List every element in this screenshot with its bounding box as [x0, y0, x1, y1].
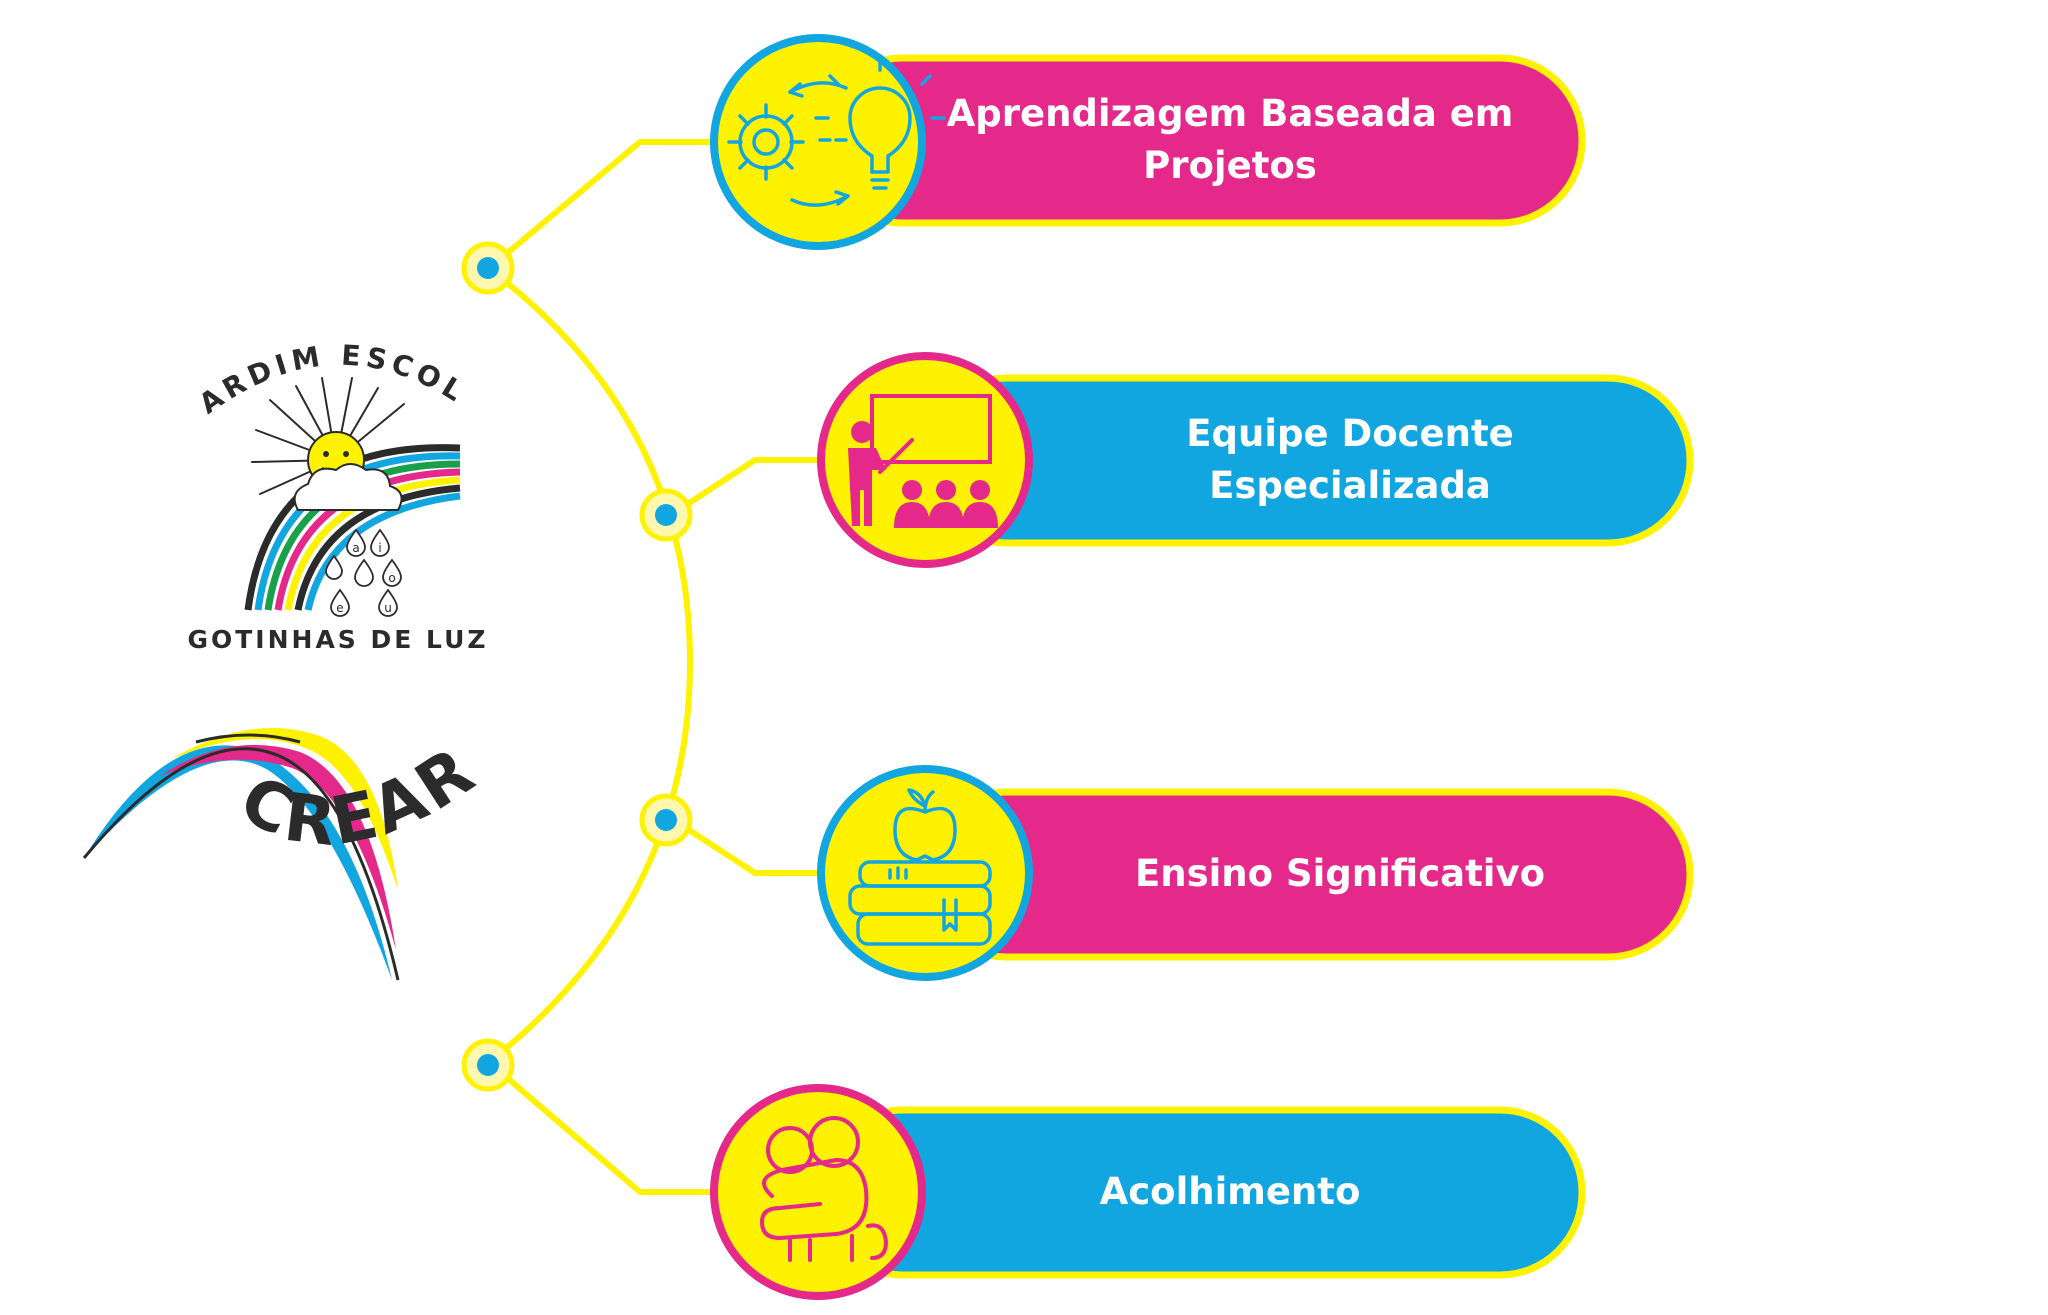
branch-line-2 [683, 457, 823, 508]
gear-icon [727, 103, 805, 181]
drop-letters: a i o e u [336, 541, 395, 615]
logo-top-text: JARDIM ESCOLA [0, 0, 473, 421]
node-dot-2-core [655, 504, 677, 526]
raindrops [325, 528, 402, 617]
svg-text:o: o [388, 571, 395, 585]
node-dot-1-core [477, 257, 499, 279]
crear-swoosh-top [195, 733, 301, 744]
svg-text:e: e [336, 601, 343, 615]
icon-circle-4 [710, 1084, 926, 1300]
crear-swoosh-pink [160, 744, 396, 950]
connector-nodes [461, 241, 693, 1092]
node-dot-4-core [477, 1054, 499, 1076]
icon-circle-3 [817, 765, 1033, 981]
crear-swoosh-blue [84, 745, 392, 980]
pill-label-2: Equipe Docente Especializada [1186, 412, 1514, 507]
main-arc [485, 265, 693, 1066]
svg-text:i: i [378, 541, 381, 555]
crear-swoosh-yellow [170, 728, 398, 890]
branch-line-1 [502, 139, 715, 258]
teacher-class-icon [848, 394, 998, 528]
svg-text:u: u [384, 601, 392, 615]
hug-icon [760, 1116, 888, 1262]
cycle-arrows-icon [788, 81, 850, 207]
pill-label-4: Acolhimento [1099, 1170, 1361, 1213]
jardim-escola-logo: JARDIM ESCOLA [0, 0, 488, 654]
cloud-icon [293, 463, 403, 511]
gear-lightbulb-icon [727, 56, 946, 207]
crear-swoosh-outline [82, 747, 400, 981]
connector-lines [485, 139, 823, 1195]
crear-logo: CREAR [82, 728, 486, 981]
apple-icon [893, 806, 957, 862]
branch-line-3 [683, 825, 823, 876]
pill-label-3: Ensino Significativo [1134, 852, 1546, 895]
branch-line-4 [502, 1073, 715, 1195]
svg-text:a: a [352, 541, 359, 555]
icon-circle-1 [710, 34, 926, 250]
logo-bottom-text: GOTINHAS DE LUZ [187, 625, 488, 654]
pill-label-1: Aprendizagem Baseada em Projetos [946, 92, 1514, 187]
books-apple-icon [848, 788, 992, 946]
node-dot-3-core [655, 809, 677, 831]
lightbulb-icon [814, 56, 946, 190]
